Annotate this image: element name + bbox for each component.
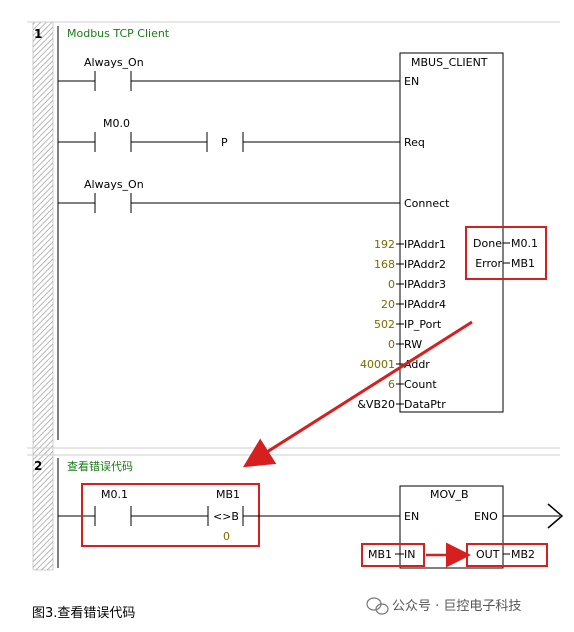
block-pin-out: OUT: [476, 548, 500, 561]
param-value[interactable]: 168: [374, 258, 395, 271]
pin-label: Done: [473, 237, 502, 250]
block-pin-eno: ENO: [474, 510, 498, 523]
highlight-box-outputs: [465, 226, 547, 280]
pin-label: IPAddr1: [404, 238, 446, 251]
pin-label: IP_Port: [404, 318, 442, 331]
network-number[interactable]: 1: [34, 27, 42, 41]
block-pin-en: EN: [404, 510, 419, 523]
contact-label: Always_On: [84, 178, 144, 191]
block-name: MOV_B: [430, 488, 469, 501]
compare-operand-bottom: 0: [223, 530, 230, 543]
pin-label: IPAddr4: [404, 298, 446, 311]
compare-operand-top: MB1: [216, 488, 240, 501]
highlight-box-in: [361, 543, 425, 567]
contact-label: M0.0: [103, 117, 130, 130]
param-value[interactable]: 0: [388, 338, 395, 351]
pin-label: RW: [404, 338, 422, 351]
output-value[interactable]: MB1: [511, 257, 535, 270]
pin-label: IPAddr2: [404, 258, 446, 271]
contact-label: M0.1: [101, 488, 128, 501]
block-pin-req: Req: [404, 136, 425, 149]
network-number[interactable]: 2: [34, 459, 42, 473]
contact-label: P: [221, 136, 228, 149]
highlight-box-compare: [81, 483, 260, 547]
contact-label: Always_On: [84, 56, 144, 69]
pin-label: Error: [475, 257, 502, 270]
pin-label: Count: [404, 378, 437, 391]
mbus-client-block[interactable]: [399, 52, 504, 413]
pin-label: IPAddr3: [404, 278, 446, 291]
figure-caption: 图3.查看错误代码: [32, 605, 135, 621]
mov-out-value[interactable]: MB2: [511, 548, 535, 561]
block-input-params: 192 IPAddr1 168 IPAddr2 0 IPAddr3 20 IPA…: [357, 238, 446, 411]
network-title: 查看错误代码: [67, 459, 133, 473]
param-value[interactable]: 20: [381, 298, 395, 311]
param-value[interactable]: 192: [374, 238, 395, 251]
block-pin-in: IN: [404, 548, 415, 561]
param-value[interactable]: &VB20: [357, 398, 395, 411]
block-pin-connect: Connect: [404, 197, 450, 210]
param-value[interactable]: 6: [388, 378, 395, 391]
network-title: Modbus TCP Client: [67, 27, 170, 40]
mov-in-value[interactable]: MB1: [368, 548, 392, 561]
annotation-arrow: [242, 320, 473, 468]
wechat-icon: [366, 597, 389, 615]
compare-operator: <>B: [213, 510, 239, 523]
param-value[interactable]: 0: [388, 278, 395, 291]
param-value[interactable]: 40001: [360, 358, 395, 371]
block-name: MBUS_CLIENT: [411, 56, 488, 69]
watermark-text: 公众号 · 巨控电子科技: [392, 599, 521, 614]
pin-label: Addr: [404, 358, 430, 371]
output-value[interactable]: M0.1: [511, 237, 538, 250]
pin-label: DataPtr: [404, 398, 446, 411]
left-power-rail: [32, 21, 54, 571]
param-value[interactable]: 502: [374, 318, 395, 331]
block-pin-en: EN: [404, 75, 419, 88]
rung-end-arrow-icon: [547, 503, 564, 529]
